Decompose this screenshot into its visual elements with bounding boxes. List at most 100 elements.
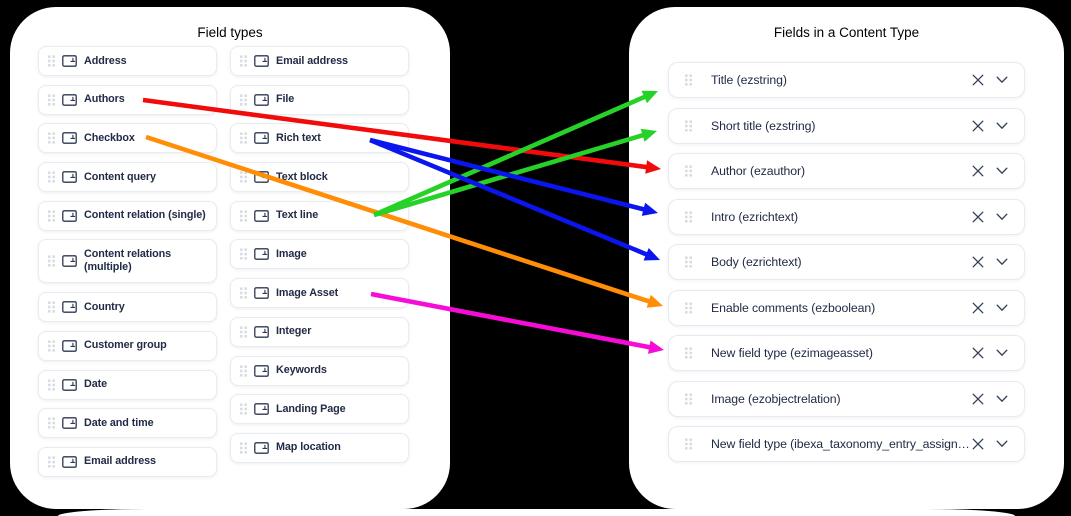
remove-x-icon xyxy=(972,211,984,222)
field-type-card[interactable]: Address xyxy=(38,46,217,76)
content-type-field-label: New field type (ezimageasset) xyxy=(711,346,873,360)
field-type-card[interactable]: Keywords xyxy=(230,355,409,386)
field-type-card[interactable]: Content query xyxy=(38,162,217,193)
field-type-label: Content relation (single) xyxy=(84,209,206,222)
remove-field-button[interactable] xyxy=(969,162,987,180)
field-type-card[interactable]: Image xyxy=(230,239,409,270)
drag-handle-icon[interactable] xyxy=(48,132,55,144)
drag-handle-icon[interactable] xyxy=(240,287,247,299)
drag-handle-icon[interactable] xyxy=(48,456,55,468)
content-type-field-label: Intro (ezrichtext) xyxy=(711,209,799,224)
drag-handle-icon[interactable] xyxy=(240,442,247,454)
drag-handle-icon[interactable] xyxy=(240,210,247,222)
field-type-label: Address xyxy=(84,54,127,67)
content-type-field-row[interactable]: Enable comments (ezboolean) xyxy=(668,289,1025,326)
drag-handle-icon[interactable] xyxy=(48,417,55,429)
field-type-label: Landing Page xyxy=(276,402,346,415)
chevron-down-icon xyxy=(996,349,1008,356)
drag-handle-icon[interactable] xyxy=(240,171,247,183)
field-types-columns: Address Authors Checkbox xyxy=(38,46,409,486)
remove-field-button[interactable] xyxy=(969,299,987,317)
content-type-field-row[interactable]: Author (ezauthor) xyxy=(668,153,1025,189)
chevron-down-icon xyxy=(996,213,1008,220)
content-type-field-row[interactable]: Body (ezrichtext) xyxy=(668,244,1025,280)
drag-handle-icon[interactable] xyxy=(685,165,692,177)
field-type-card[interactable]: Text line xyxy=(230,200,409,231)
collapse-field-button[interactable] xyxy=(993,71,1011,89)
drag-handle-icon[interactable] xyxy=(685,119,692,132)
content-type-field-row[interactable]: New field type (ibexa_taxonomy_entry_ass… xyxy=(668,426,1025,462)
field-types-panel: Field types Address xyxy=(10,7,450,509)
drag-handle-icon[interactable] xyxy=(240,403,247,415)
remove-field-button[interactable] xyxy=(969,71,987,89)
drag-handle-icon[interactable] xyxy=(48,255,55,268)
drag-handle-icon[interactable] xyxy=(685,256,692,268)
field-type-label: Map location xyxy=(276,441,341,454)
field-type-card[interactable]: Date xyxy=(38,369,217,400)
collapse-field-button[interactable] xyxy=(993,162,1011,180)
field-type-card[interactable]: Rich text xyxy=(230,123,409,154)
collapse-field-button[interactable] xyxy=(993,299,1011,317)
drag-handle-icon[interactable] xyxy=(685,392,692,405)
collapse-field-button[interactable] xyxy=(993,390,1011,408)
content-type-field-row[interactable]: Intro (ezrichtext) xyxy=(668,198,1025,235)
drag-handle-icon[interactable] xyxy=(685,210,692,223)
field-type-card[interactable]: Checkbox xyxy=(38,123,217,154)
page-background-strip xyxy=(58,509,1015,516)
remove-field-button[interactable] xyxy=(969,390,987,408)
drag-handle-icon[interactable] xyxy=(48,340,55,352)
field-type-card[interactable]: Customer group xyxy=(38,330,217,361)
drag-handle-icon[interactable] xyxy=(48,378,55,391)
field-type-card[interactable]: Integer xyxy=(230,316,409,347)
collapse-field-button[interactable] xyxy=(993,344,1011,362)
drag-handle-icon[interactable] xyxy=(240,326,247,338)
field-type-card[interactable]: Map location xyxy=(230,432,409,463)
field-type-card[interactable]: Email address xyxy=(230,46,409,76)
content-type-field-label: Image (ezobjectrelation) xyxy=(711,391,841,406)
content-type-field-row[interactable]: Image (ezobjectrelation) xyxy=(668,380,1025,417)
field-type-card[interactable]: Text block xyxy=(230,162,409,193)
field-type-card[interactable]: File xyxy=(230,84,409,115)
remove-field-button[interactable] xyxy=(969,117,987,135)
field-type-card[interactable]: Content relation (single) xyxy=(38,200,217,231)
drag-handle-icon[interactable] xyxy=(48,55,55,67)
field-type-card[interactable]: Date and time xyxy=(38,408,217,439)
field-type-icon xyxy=(254,364,269,377)
drag-handle-icon[interactable] xyxy=(240,248,247,261)
field-type-card[interactable]: Image Asset xyxy=(230,278,409,309)
drag-handle-icon[interactable] xyxy=(240,94,247,106)
drag-handle-icon[interactable] xyxy=(48,94,55,106)
drag-handle-icon[interactable] xyxy=(48,171,55,183)
content-type-panel: Fields in a Content Type Title (ezstring… xyxy=(629,7,1064,509)
drag-handle-icon[interactable] xyxy=(685,301,692,314)
field-type-card[interactable]: Content relations (multiple) xyxy=(38,239,217,284)
field-type-card[interactable]: Email address xyxy=(38,446,217,477)
drag-handle-icon[interactable] xyxy=(240,55,247,67)
drag-handle-icon[interactable] xyxy=(685,438,692,450)
remove-field-button[interactable] xyxy=(969,435,987,453)
collapse-field-button[interactable] xyxy=(993,253,1011,271)
remove-field-button[interactable] xyxy=(969,344,987,362)
field-type-card[interactable]: Country xyxy=(38,292,217,323)
drag-handle-icon[interactable] xyxy=(48,301,55,313)
collapse-field-button[interactable] xyxy=(993,208,1011,226)
remove-field-button[interactable] xyxy=(969,253,987,271)
remove-field-button[interactable] xyxy=(969,208,987,226)
field-type-card[interactable]: Authors xyxy=(38,84,217,115)
drag-handle-icon[interactable] xyxy=(48,210,55,222)
field-type-label: Authors xyxy=(84,93,125,106)
field-type-card[interactable]: Landing Page xyxy=(230,394,409,425)
content-type-field-row[interactable]: New field type (ezimageasset) xyxy=(668,335,1025,371)
collapse-field-button[interactable] xyxy=(993,117,1011,135)
drag-handle-icon[interactable] xyxy=(685,347,692,359)
collapse-field-button[interactable] xyxy=(993,435,1011,453)
drag-handle-icon[interactable] xyxy=(685,74,692,86)
field-type-icon xyxy=(254,403,269,416)
remove-x-icon xyxy=(972,74,984,86)
content-type-field-label: Title (ezstring) xyxy=(711,73,787,87)
field-type-label: Integer xyxy=(276,325,312,338)
content-type-field-row[interactable]: Short title (ezstring) xyxy=(668,107,1025,144)
content-type-field-row[interactable]: Title (ezstring) xyxy=(668,62,1025,98)
drag-handle-icon[interactable] xyxy=(240,364,247,377)
drag-handle-icon[interactable] xyxy=(240,132,247,144)
